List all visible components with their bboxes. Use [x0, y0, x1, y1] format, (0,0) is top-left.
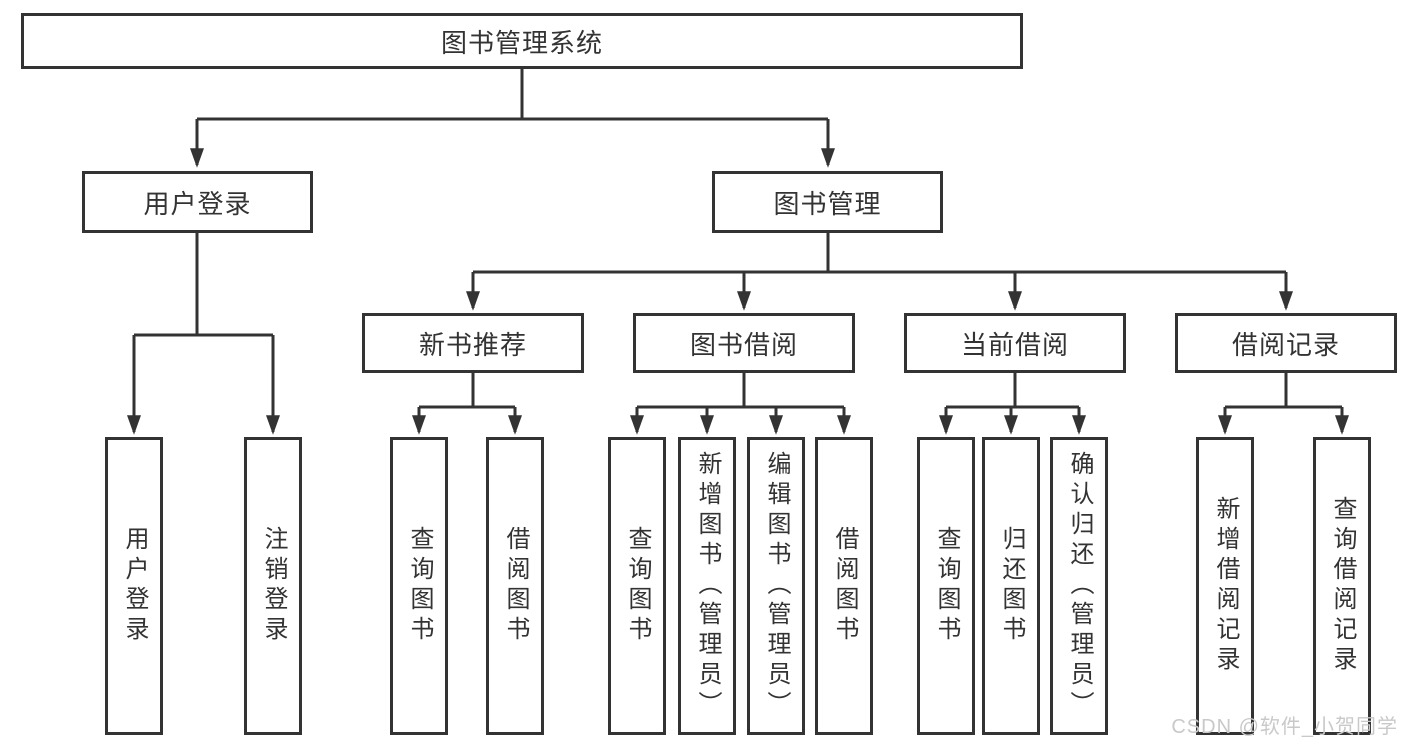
leaf-add-book-admin: 新增图书（管理员） — [678, 437, 736, 735]
leaf-user-login: 用户登录 — [105, 437, 163, 735]
node-borrow-records: 借阅记录 — [1175, 313, 1397, 373]
leaf-query-books-3: 查询图书 — [917, 437, 975, 735]
leaf-edit-book-admin: 编辑图书（管理员） — [747, 437, 805, 735]
leaf-return-book: 归还图书 — [982, 437, 1040, 735]
leaf-borrow-books-2: 借阅图书 — [815, 437, 873, 735]
leaf-query-books-1: 查询图书 — [390, 437, 448, 735]
leaf-query-borrow-record: 查询借阅记录 — [1313, 437, 1371, 735]
leaf-logout: 注销登录 — [244, 437, 302, 735]
node-new-book-recommend: 新书推荐 — [362, 313, 584, 373]
node-book-management: 图书管理 — [712, 171, 943, 233]
node-current-borrow: 当前借阅 — [904, 313, 1126, 373]
leaf-query-books-2: 查询图书 — [608, 437, 666, 735]
leaf-add-borrow-record: 新增借阅记录 — [1196, 437, 1254, 735]
node-system-root: 图书管理系统 — [21, 13, 1023, 69]
node-user-login: 用户登录 — [82, 171, 313, 233]
connector-rails — [134, 69, 1342, 409]
leaf-confirm-return-admin: 确认归还（管理员） — [1050, 437, 1108, 735]
node-book-borrow: 图书借阅 — [633, 313, 855, 373]
leaf-borrow-books-1: 借阅图书 — [486, 437, 544, 735]
csdn-watermark: CSDN @软件_小贺同学 — [1171, 716, 1398, 738]
